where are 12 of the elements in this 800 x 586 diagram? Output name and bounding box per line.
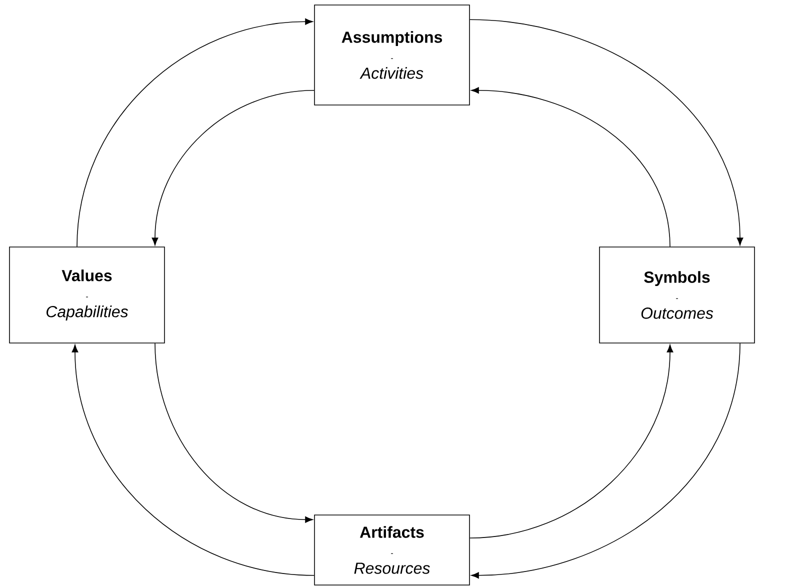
text-box: Artifacts - Resources	[314, 514, 470, 586]
curved-arrow	[471, 87, 670, 247]
text-box: Assumptions - Activities	[314, 4, 470, 106]
curved-arrow	[471, 343, 740, 579]
curved-arrow	[154, 343, 313, 523]
text-box: Symbols - Outcomes	[599, 246, 755, 344]
curved-arrow	[72, 344, 314, 576]
curved-arrow	[152, 90, 314, 246]
text-box: Values - Capabilities	[9, 246, 165, 344]
curved-arrow	[76, 18, 313, 247]
curved-arrow	[470, 19, 744, 246]
curved-arrow	[470, 344, 674, 538]
